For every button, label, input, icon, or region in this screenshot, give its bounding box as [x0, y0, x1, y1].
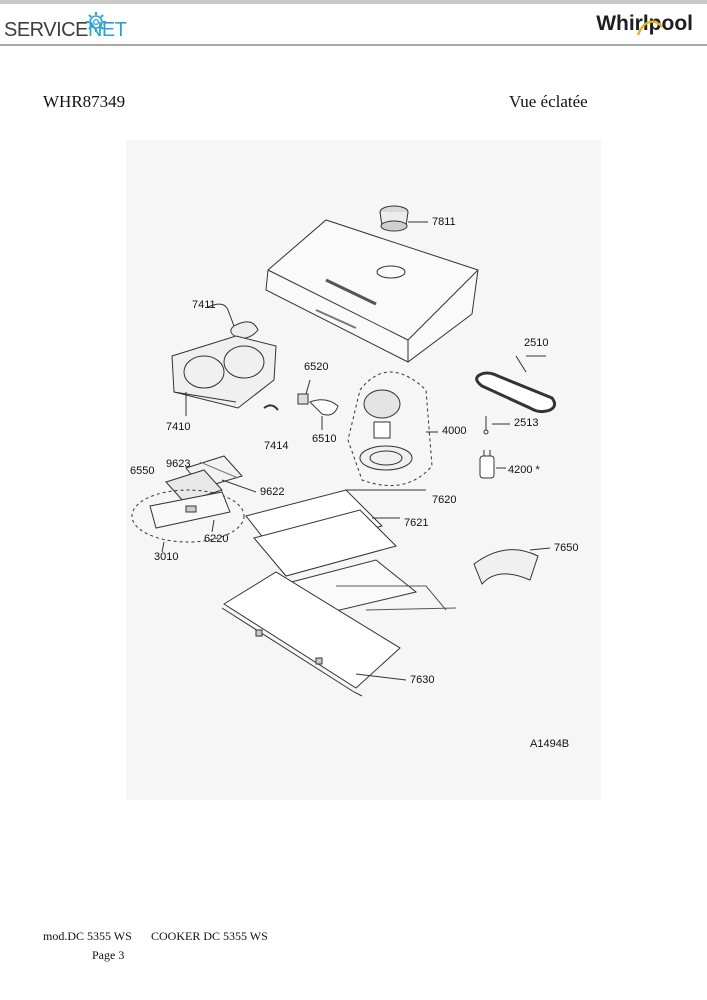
screw-part: [483, 416, 510, 435]
whirlpool-logo: Whirlpool: [596, 12, 693, 36]
callout-7811: 7811: [432, 216, 456, 228]
exploded-view-drawing: [131, 205, 557, 697]
callout-9622: 9622: [260, 486, 285, 498]
callout-7630: 7630: [410, 674, 435, 686]
capacitor-part: [479, 450, 506, 479]
motor-assembly-part: [347, 371, 438, 486]
bottom-panel-part: [221, 571, 457, 697]
callout-7620: 7620: [432, 494, 457, 506]
header-divider: [0, 44, 707, 46]
callout-2510: 2510: [524, 337, 549, 349]
callout-7414: 7414: [264, 440, 289, 452]
gasket-part: [475, 355, 557, 414]
diagram-reference: A1494B: [530, 738, 570, 750]
lamp-part: [297, 379, 339, 430]
callout-7621: 7621: [404, 517, 429, 529]
footer-model: mod.DC 5355 WS: [43, 929, 132, 943]
callout-7410: 7410: [166, 421, 191, 433]
callout-4200: 4200 *: [508, 464, 540, 476]
carbon-filter-part: [473, 547, 551, 585]
callout-7650: 7650: [554, 542, 579, 554]
swirl-icon: [637, 20, 664, 36]
exploded-view-diagram: 7811 7411 2510 6520 7410 6510 7414 4000 …: [126, 140, 601, 800]
flap-part: [207, 303, 259, 339]
knob-part: [379, 205, 428, 232]
hood-body-part: [265, 219, 479, 363]
callout-4000: 4000: [442, 425, 467, 437]
callout-2513: 2513: [514, 417, 539, 429]
callout-7411: 7411: [192, 299, 216, 311]
servicenet-logo: SERVICENET: [4, 10, 127, 42]
top-border: [0, 0, 707, 4]
callout-6220: 6220: [204, 533, 229, 545]
callout-6510: 6510: [312, 433, 337, 445]
grease-filter-part: [245, 489, 426, 619]
servicenet-logo-text: SERVICENET: [4, 19, 127, 41]
clip-part: [263, 404, 279, 411]
control-board-part: [165, 455, 257, 503]
callout-9623: 9623: [166, 458, 191, 470]
callout-3010: 3010: [154, 551, 179, 563]
fan-housing-part: [171, 335, 277, 416]
control-panel-part: [131, 489, 245, 553]
view-type-title: Vue éclatée: [509, 92, 588, 111]
gear-icon: [86, 12, 106, 32]
page-number: Page 3: [92, 948, 125, 962]
footer-description: COOKER DC 5355 WS: [151, 929, 268, 943]
callout-6550: 6550: [130, 465, 155, 477]
callout-6520: 6520: [304, 361, 329, 373]
model-code: WHR87349: [43, 92, 126, 111]
